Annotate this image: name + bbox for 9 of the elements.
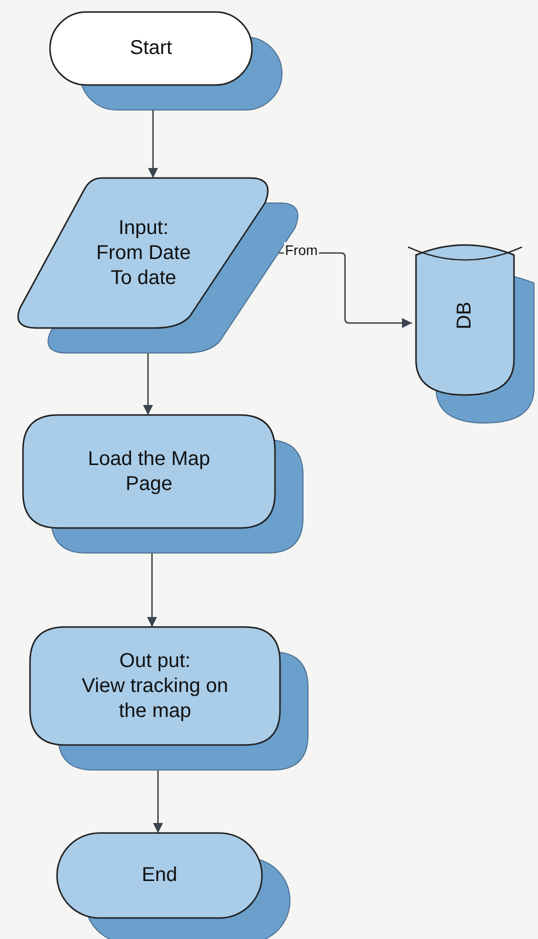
node-label: DB (452, 301, 476, 329)
node-label: View tracking on the map (80, 674, 230, 724)
node-label: Start (128, 36, 174, 61)
node-label: Load the Map Page (86, 446, 212, 496)
node-heading: Out put: (118, 648, 192, 674)
node-label: From Date To date (95, 240, 192, 290)
edge-label: From (284, 242, 319, 258)
node-heading: Input: (117, 216, 170, 240)
node-label: End (140, 863, 178, 888)
